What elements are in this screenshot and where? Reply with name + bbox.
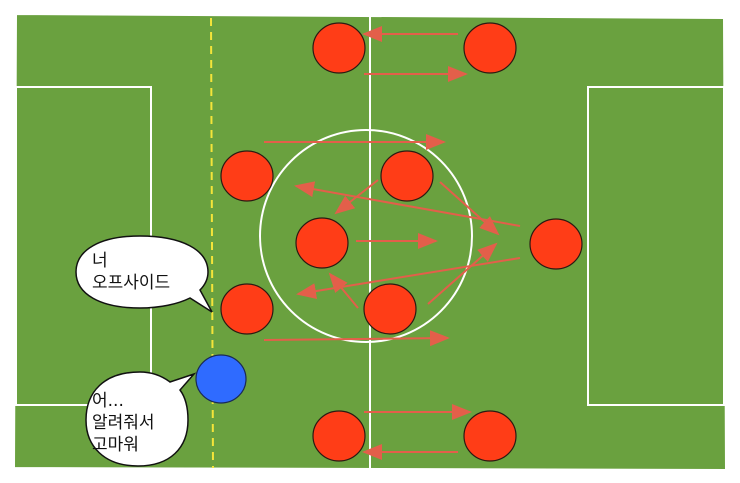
speech-line-you: 너 <box>92 251 108 271</box>
attacker-player <box>220 283 274 335</box>
arrows <box>263 26 521 460</box>
attackers <box>220 22 583 462</box>
speech-bubble-offside <box>75 235 213 313</box>
arrow <box>427 242 498 305</box>
attacker-player <box>295 217 349 269</box>
offside-line <box>210 17 214 469</box>
attacker-player <box>312 410 366 462</box>
right-penalty-box <box>587 86 725 406</box>
attacker-player <box>380 150 434 202</box>
speech-bubble-thanks <box>85 371 197 467</box>
attacker-player <box>220 150 274 202</box>
arrow <box>263 330 450 347</box>
attacker-player <box>312 22 366 74</box>
arrow <box>334 179 379 215</box>
arrow <box>328 272 359 309</box>
defender-player <box>195 354 247 404</box>
attacker-player <box>463 410 517 462</box>
speech-text-offside: 너 오프사이드 <box>92 250 170 294</box>
attacker-player <box>529 218 583 270</box>
attacker-player <box>463 22 517 74</box>
center-circle <box>259 129 473 343</box>
speech-text-thanks: 어... 알려줘서 고마워 <box>92 391 155 455</box>
arrow <box>439 181 500 236</box>
attacker-player <box>363 283 417 335</box>
speech-line-offside: 오프사이드 <box>92 273 171 293</box>
